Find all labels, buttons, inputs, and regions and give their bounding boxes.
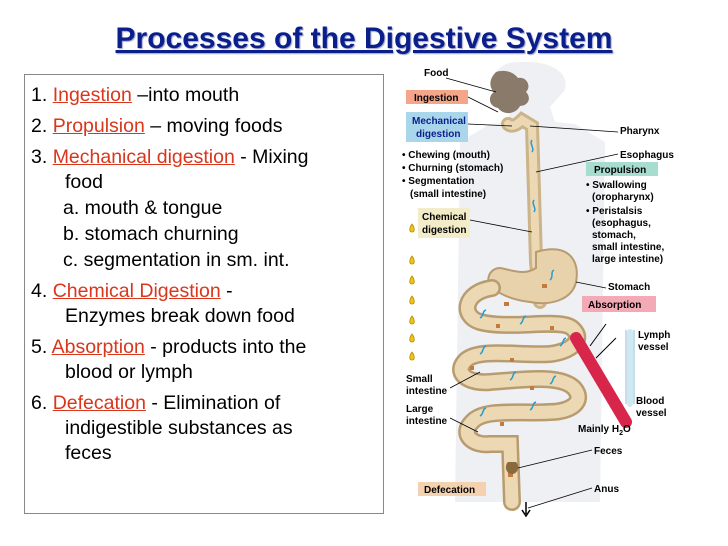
propulsion-item: stomach, (592, 230, 636, 241)
list-item-absorption: 5. Absorption - products into the blood … (31, 335, 377, 385)
mechanical-item: • Chewing (mouth) (402, 150, 490, 161)
item-number: 3. (31, 146, 48, 168)
label-lymph-line2: vessel (638, 342, 669, 353)
item-text: - products into the (144, 336, 307, 358)
propulsion-item: (esophagus, (592, 218, 651, 229)
feces-shape (505, 462, 519, 474)
absorption-arrows (589, 323, 617, 359)
label-pharynx: Pharynx (620, 126, 660, 137)
mechanical-item: • Segmentation (402, 176, 474, 187)
propulsion-item: small intestine, (592, 242, 664, 253)
label-absorption: Absorption (588, 300, 641, 311)
food-particles (470, 284, 554, 477)
label-anus: Anus (594, 484, 619, 495)
page-title: Processes of the Digestive System (115, 22, 613, 55)
mechanical-item: (small intestine) (410, 189, 486, 200)
propulsion-item: (oropharynx) (592, 192, 654, 203)
label-mechanical-line2: digestion (416, 129, 460, 140)
propulsion-item: large intestine) (592, 254, 663, 265)
list-item-ingestion: 1. Ingestion –into mouth (31, 83, 377, 108)
lymph-vessel-outline (625, 330, 635, 404)
list-item-defecation: 6. Defecation - Elimination of indigesti… (31, 391, 377, 466)
label-ingestion: Ingestion (414, 93, 458, 104)
item-number: 1. (31, 84, 48, 106)
mechanical-item: • Churning (stomach) (402, 163, 503, 174)
label-stomach: Stomach (608, 282, 650, 293)
label-small-intestine-line2: intestine (406, 386, 448, 397)
label-large-intestine-line2: intestine (406, 416, 448, 427)
sub-item: a. mouth & tongue (63, 197, 223, 219)
propulsion-box (586, 162, 658, 176)
item-term[interactable]: Defecation (52, 392, 146, 414)
label-lymph-line1: Lymph (638, 330, 670, 341)
label-feces: Feces (594, 446, 623, 457)
label-propulsion: Propulsion (594, 165, 646, 176)
item-number: 5. (31, 336, 48, 358)
item-continuation: feces (65, 442, 112, 464)
label-esophagus: Esophagus (620, 150, 674, 161)
item-continuation: indigestible substances as (65, 417, 293, 439)
blood-vessel (570, 332, 632, 428)
item-number: 4. (31, 280, 48, 302)
food-icon (489, 70, 529, 114)
esophagus-inner (504, 114, 544, 306)
item-text: - (220, 280, 233, 302)
item-continuation: blood or lymph (65, 361, 193, 383)
chemical-box (418, 208, 470, 238)
label-mainly-water: Mainly H2O (578, 424, 631, 437)
label-small-intestine-line1: Small (406, 374, 433, 385)
list-item-chemical: 4. Chemical Digestion - Enzymes break do… (31, 279, 377, 329)
sub-item: b. stomach churning (63, 223, 239, 245)
defecation-box (418, 482, 486, 496)
item-term[interactable]: Chemical Digestion (52, 280, 221, 302)
anus-arrow (521, 502, 531, 518)
label-chemical-line2: digestion (422, 225, 466, 236)
absorption-box (582, 296, 656, 312)
process-list: 1. Ingestion –into mouth 2. Propulsion –… (24, 74, 384, 514)
item-number: 2. (31, 115, 48, 137)
label-blood-line1: Blood (636, 396, 664, 407)
item-number: 6. (31, 392, 48, 414)
item-text: - Elimination of (145, 392, 281, 414)
item-term[interactable]: Ingestion (52, 84, 132, 106)
stomach-shape (487, 248, 578, 305)
item-term[interactable]: Propulsion (52, 115, 145, 137)
propulsion-item: • Swallowing (586, 180, 647, 191)
list-item-mechanical: 3. Mechanical digestion - Mixing food a.… (31, 145, 377, 273)
label-defecation: Defecation (424, 485, 475, 496)
item-continuation: Enzymes break down food (65, 305, 295, 327)
item-text: –into mouth (131, 84, 240, 106)
pointer-lines (445, 77, 619, 509)
item-text: - Mixing (234, 146, 309, 168)
propulsion-item: • Peristalsis (586, 206, 643, 217)
list-item-propulsion: 2. Propulsion – moving foods (31, 114, 377, 139)
label-chemical-line1: Chemical (422, 212, 467, 223)
enzyme-drop-icons (409, 223, 415, 361)
label-large-intestine-line1: Large (406, 404, 434, 415)
label-blood-line2: vessel (636, 408, 667, 419)
digestive-diagram: Food Ingestion Mechanical digestion • Ch… (402, 62, 674, 518)
label-food: Food (424, 68, 448, 79)
sub-item: c. segmentation in sm. int. (63, 249, 290, 271)
label-mechanical-line1: Mechanical (412, 116, 466, 127)
item-term[interactable]: Mechanical digestion (52, 146, 235, 168)
mechanical-box (406, 112, 468, 142)
item-text: – moving foods (144, 115, 283, 137)
enzyme-squiggles (479, 139, 567, 417)
item-continuation: food (65, 171, 103, 193)
ingestion-box (406, 90, 468, 104)
item-term[interactable]: Absorption (51, 336, 145, 358)
